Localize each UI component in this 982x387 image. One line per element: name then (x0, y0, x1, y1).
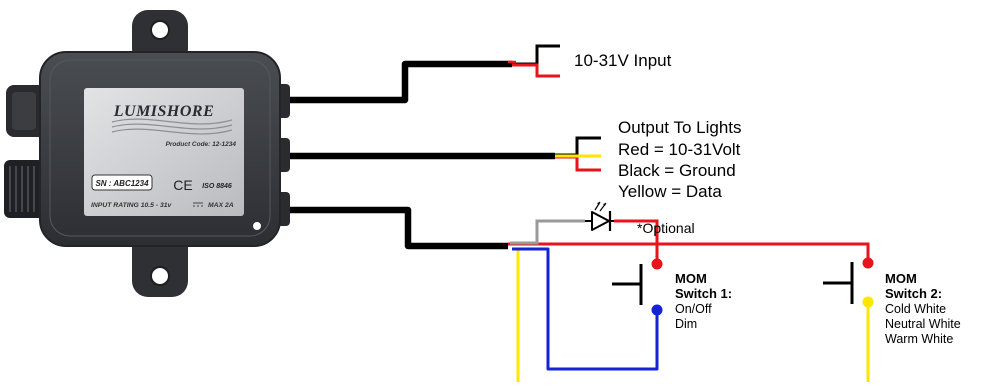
switch-1-function: On/Off (675, 302, 712, 316)
switch-1-function: Dim (675, 317, 698, 331)
max-current: MAX 2A (208, 202, 234, 209)
product-code: Product Code: 12-1234 (166, 141, 237, 148)
ce-mark: CE (173, 177, 192, 193)
switch-2-title: MOM (885, 271, 917, 286)
output-title: Output To Lights (618, 118, 742, 137)
optional-label: *Optional (637, 220, 695, 236)
switch-2-function: Warm White (885, 332, 954, 346)
brand-logo: LUMISHORE (113, 103, 215, 120)
switch-2-function: Neutral White (885, 317, 961, 331)
switch-1-symbol (612, 258, 663, 316)
switch-2-function: Cold White (885, 302, 947, 316)
led-icon (585, 201, 614, 231)
input-cable (282, 44, 560, 104)
input-rating: INPUT RATING 10.5 - 31v (91, 202, 173, 209)
switch-1-name: Switch 1: (675, 286, 733, 301)
switch-2-name: Switch 2: (885, 286, 943, 301)
serial-number: SN : ABC1234 (95, 179, 149, 188)
output-red-label: Red = 10-31Volt (618, 140, 741, 159)
dc-symbol-icon (193, 202, 203, 207)
switch-2-symbol (823, 257, 874, 308)
input-label: 10-31V Input (574, 51, 672, 70)
output-cable (282, 136, 601, 172)
output-black-label: Black = Ground (618, 161, 736, 180)
switch-cable (282, 206, 870, 382)
controller-device: LUMISHORE Product Code: 12-1234 SN : ABC… (4, 10, 290, 297)
iso-standard: ISO 8846 (202, 183, 232, 190)
switch-1-title: MOM (675, 271, 707, 286)
output-yellow-label: Yellow = Data (618, 182, 722, 201)
